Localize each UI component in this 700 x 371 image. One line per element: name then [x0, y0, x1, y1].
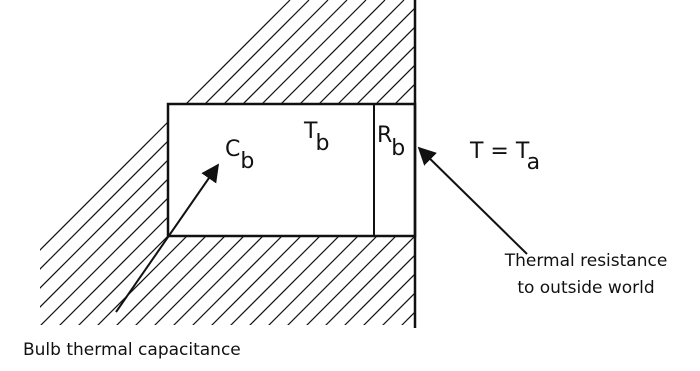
- hatch-line: [40, 0, 291, 325]
- hatch-line: [320, 0, 415, 325]
- bulb-temperature-symbol: Tb: [303, 119, 329, 156]
- ambient-temperature-label: T = Ta: [469, 139, 540, 175]
- capacitance-annotation: Bulb thermal capacitance: [23, 340, 241, 360]
- hatch-line: [40, 0, 329, 325]
- hatch-line: [263, 0, 415, 325]
- resistance-symbol: Rb: [377, 123, 405, 161]
- hatch-line: [282, 0, 415, 325]
- resistance-annotation-line1: Thermal resistance: [504, 251, 668, 271]
- resistance-arrow: [417, 146, 528, 255]
- capacitance-symbol: Cb: [225, 137, 254, 174]
- hatch-line: [339, 0, 415, 325]
- hatch-line: [301, 0, 415, 325]
- resistance-annotation-line2: to outside world: [517, 278, 654, 298]
- hatch-line: [40, 0, 310, 325]
- capacitance-arrow: [115, 163, 220, 313]
